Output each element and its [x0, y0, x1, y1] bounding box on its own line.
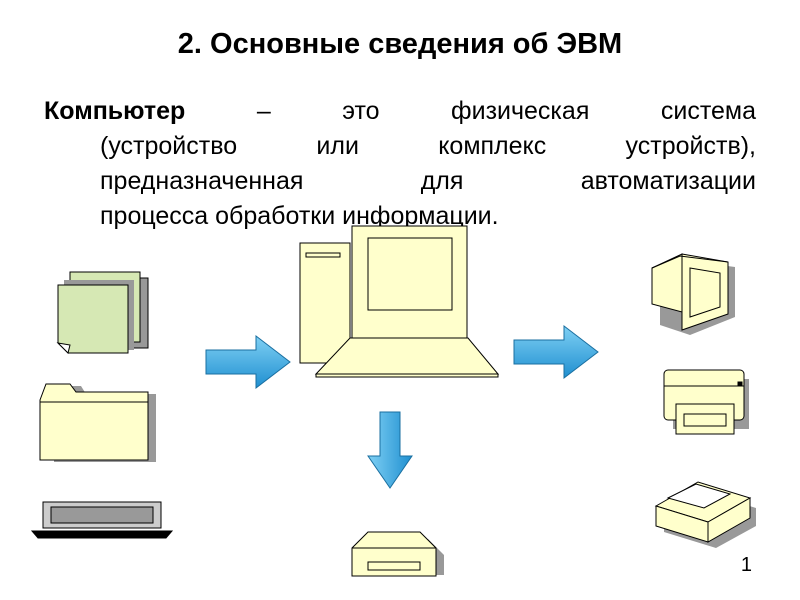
arrow-output-icon — [513, 324, 599, 380]
definition-term: Компьютер — [44, 97, 186, 125]
printer-icon — [663, 369, 749, 435]
monitor-icon — [651, 253, 735, 335]
documents-icon — [56, 271, 149, 354]
definition-line-2: (устройство или комплекс устройств), — [100, 132, 756, 160]
definition-line-3: предназначенная для автоматизации — [100, 167, 756, 195]
scanner-icon — [654, 481, 756, 548]
arrow-storage-icon — [367, 411, 413, 489]
arrow-input-icon — [205, 334, 291, 390]
definition-line-4: процесса обработки информации. — [100, 202, 499, 230]
definition-text: Компьютер – это физическая система (устр… — [44, 94, 756, 234]
slide-number: 1 — [740, 554, 752, 576]
definition-line-1: Компьютер – это физическая система — [44, 94, 756, 129]
laptop-icon — [30, 501, 174, 539]
slide-title: 2. Основные сведения об ЭВМ — [177, 28, 623, 60]
disk-drive-icon — [351, 531, 444, 577]
definition-line-1-rest: – это физическая система — [256, 97, 756, 125]
folder-icon — [39, 383, 156, 462]
computer-icon — [299, 225, 500, 378]
